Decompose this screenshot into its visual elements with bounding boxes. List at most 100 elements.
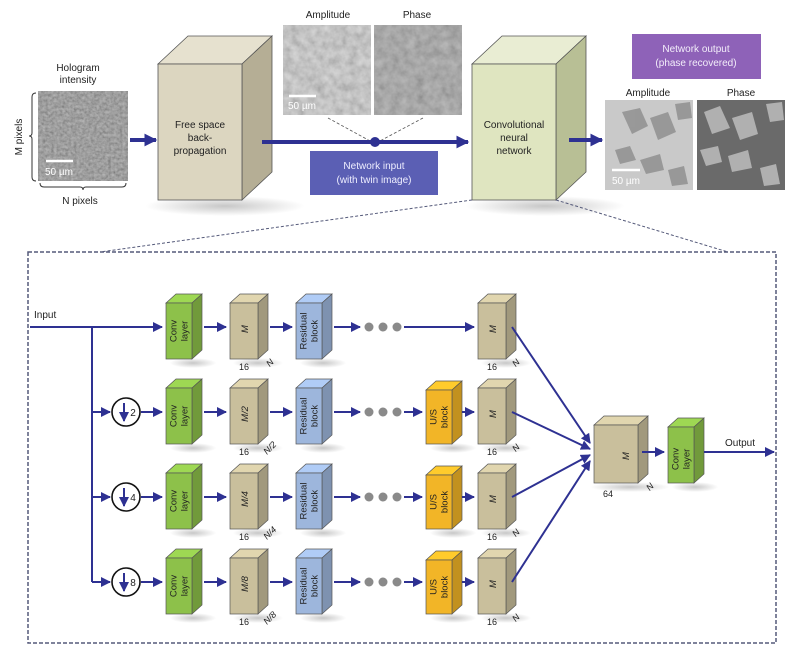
block-front-face	[295, 557, 323, 615]
input-phase-label: Phase	[403, 10, 432, 21]
block-side-face	[257, 463, 269, 530]
block-front-face	[425, 559, 453, 615]
ellipsis-dot	[378, 577, 388, 587]
feature-n-label: N/4	[261, 524, 278, 541]
block-shadow	[299, 528, 347, 538]
block-side-face	[637, 415, 649, 484]
input-amplitude-label: Amplitude	[306, 10, 351, 21]
feature-channels-label: 16	[239, 362, 249, 372]
backprop-block: Free space back- propagation	[145, 35, 305, 216]
output-feature-channels-label: 16	[487, 362, 497, 372]
residual-block-label: Residual	[299, 398, 310, 435]
block-front-face	[295, 302, 323, 360]
block-shadow	[299, 613, 347, 623]
block-side-face	[321, 548, 333, 615]
n-pixels-label: N pixels	[62, 196, 98, 207]
block-shadow	[429, 613, 477, 623]
output-amplitude-label: Amplitude	[626, 88, 671, 99]
block-shadow	[169, 443, 217, 453]
block-side-face	[257, 378, 269, 445]
feature-channels-label: 16	[239, 532, 249, 542]
residual-block-label: block	[310, 405, 321, 427]
conv-layer-label: Conv	[169, 405, 180, 427]
arrow-to-concat	[511, 454, 591, 498]
hologram-panel: Hologram intensity 50 µm M pixels N pixe…	[14, 63, 128, 207]
block-side-face	[257, 293, 269, 360]
input-scale-label: 50 µm	[288, 101, 316, 112]
us-block-label: block	[440, 406, 451, 428]
output-feature-channels-label: 16	[487, 532, 497, 542]
final-conv-layer-block	[667, 417, 719, 492]
output-label: Output	[725, 438, 755, 449]
residual-block-label: Residual	[299, 313, 310, 350]
us-block-label: block	[440, 491, 451, 513]
network-input-line2: (with twin image)	[336, 175, 411, 186]
output-feature-block	[477, 548, 532, 623]
output-feature-m-label: M	[488, 410, 499, 418]
residual-block-label: block	[310, 490, 321, 512]
block-front-face	[165, 557, 193, 615]
us-block	[425, 465, 477, 538]
concat-m-label: M	[621, 452, 632, 460]
block-side-face	[451, 465, 463, 530]
ellipsis-dot	[364, 407, 374, 417]
final-conv-layer-label: Conv	[671, 448, 682, 470]
backprop-label-line2: back-	[188, 133, 212, 144]
arrow-to-concat	[511, 326, 591, 444]
output-phase-label: Phase	[727, 88, 756, 99]
network-input-line1: Network input	[343, 161, 404, 172]
feature-n-label: N/8	[261, 609, 278, 626]
downsample-factor: 4	[130, 493, 136, 504]
conv-layer-block	[165, 293, 217, 368]
zoom-line-right	[555, 199, 729, 253]
hologram-image	[38, 91, 128, 181]
residual-block-label: block	[310, 320, 321, 342]
conv-layer-label: layer	[180, 406, 191, 427]
block-side-face	[321, 463, 333, 530]
conv-layer-label: Conv	[169, 575, 180, 597]
block-shadow	[169, 613, 217, 623]
block-front-face	[477, 557, 507, 615]
block-shadow	[671, 482, 719, 492]
block-shadow	[429, 528, 477, 538]
conv-layer-label: layer	[180, 321, 191, 342]
block-shadow	[480, 443, 532, 453]
input-label: Input	[34, 310, 56, 321]
feature-m-label: M	[240, 325, 251, 333]
us-block-label: U/S	[429, 409, 440, 425]
output-feature-m-label: M	[488, 325, 499, 333]
block-front-face	[229, 472, 259, 530]
block-front-face	[477, 387, 507, 445]
block-side-face	[451, 380, 463, 445]
block-shadow	[480, 613, 532, 623]
residual-block-label: block	[310, 575, 321, 597]
block-side-face	[505, 548, 517, 615]
feature-map-block	[229, 378, 284, 453]
us-block-label: block	[440, 576, 451, 598]
ellipsis-dot	[392, 407, 402, 417]
block-shadow	[232, 613, 284, 623]
network-output-line1: Network output	[662, 44, 729, 55]
conv-layer-block	[165, 463, 217, 538]
block-side-face	[321, 293, 333, 360]
residual-block	[295, 293, 347, 368]
ellipsis-dot	[392, 322, 402, 332]
backprop-label-line3: propagation	[174, 146, 227, 157]
block-side-face	[191, 463, 203, 530]
block-side-face	[505, 378, 517, 445]
block-side-face	[321, 378, 333, 445]
downsample-factor: 8	[130, 578, 136, 589]
output-feature-channels-label: 16	[487, 617, 497, 627]
conv-layer-block	[165, 378, 217, 453]
block-shadow	[590, 482, 670, 492]
network-input-images: Amplitude Phase 50 µm	[283, 10, 462, 143]
arrow-to-concat	[511, 411, 591, 450]
output-feature-m-label: M	[488, 495, 499, 503]
residual-block	[295, 548, 347, 623]
feature-n-label: N/2	[261, 439, 278, 456]
arrow-to-concat	[511, 460, 591, 583]
block-front-face	[477, 472, 507, 530]
concat-channels-label: 64	[603, 489, 613, 499]
